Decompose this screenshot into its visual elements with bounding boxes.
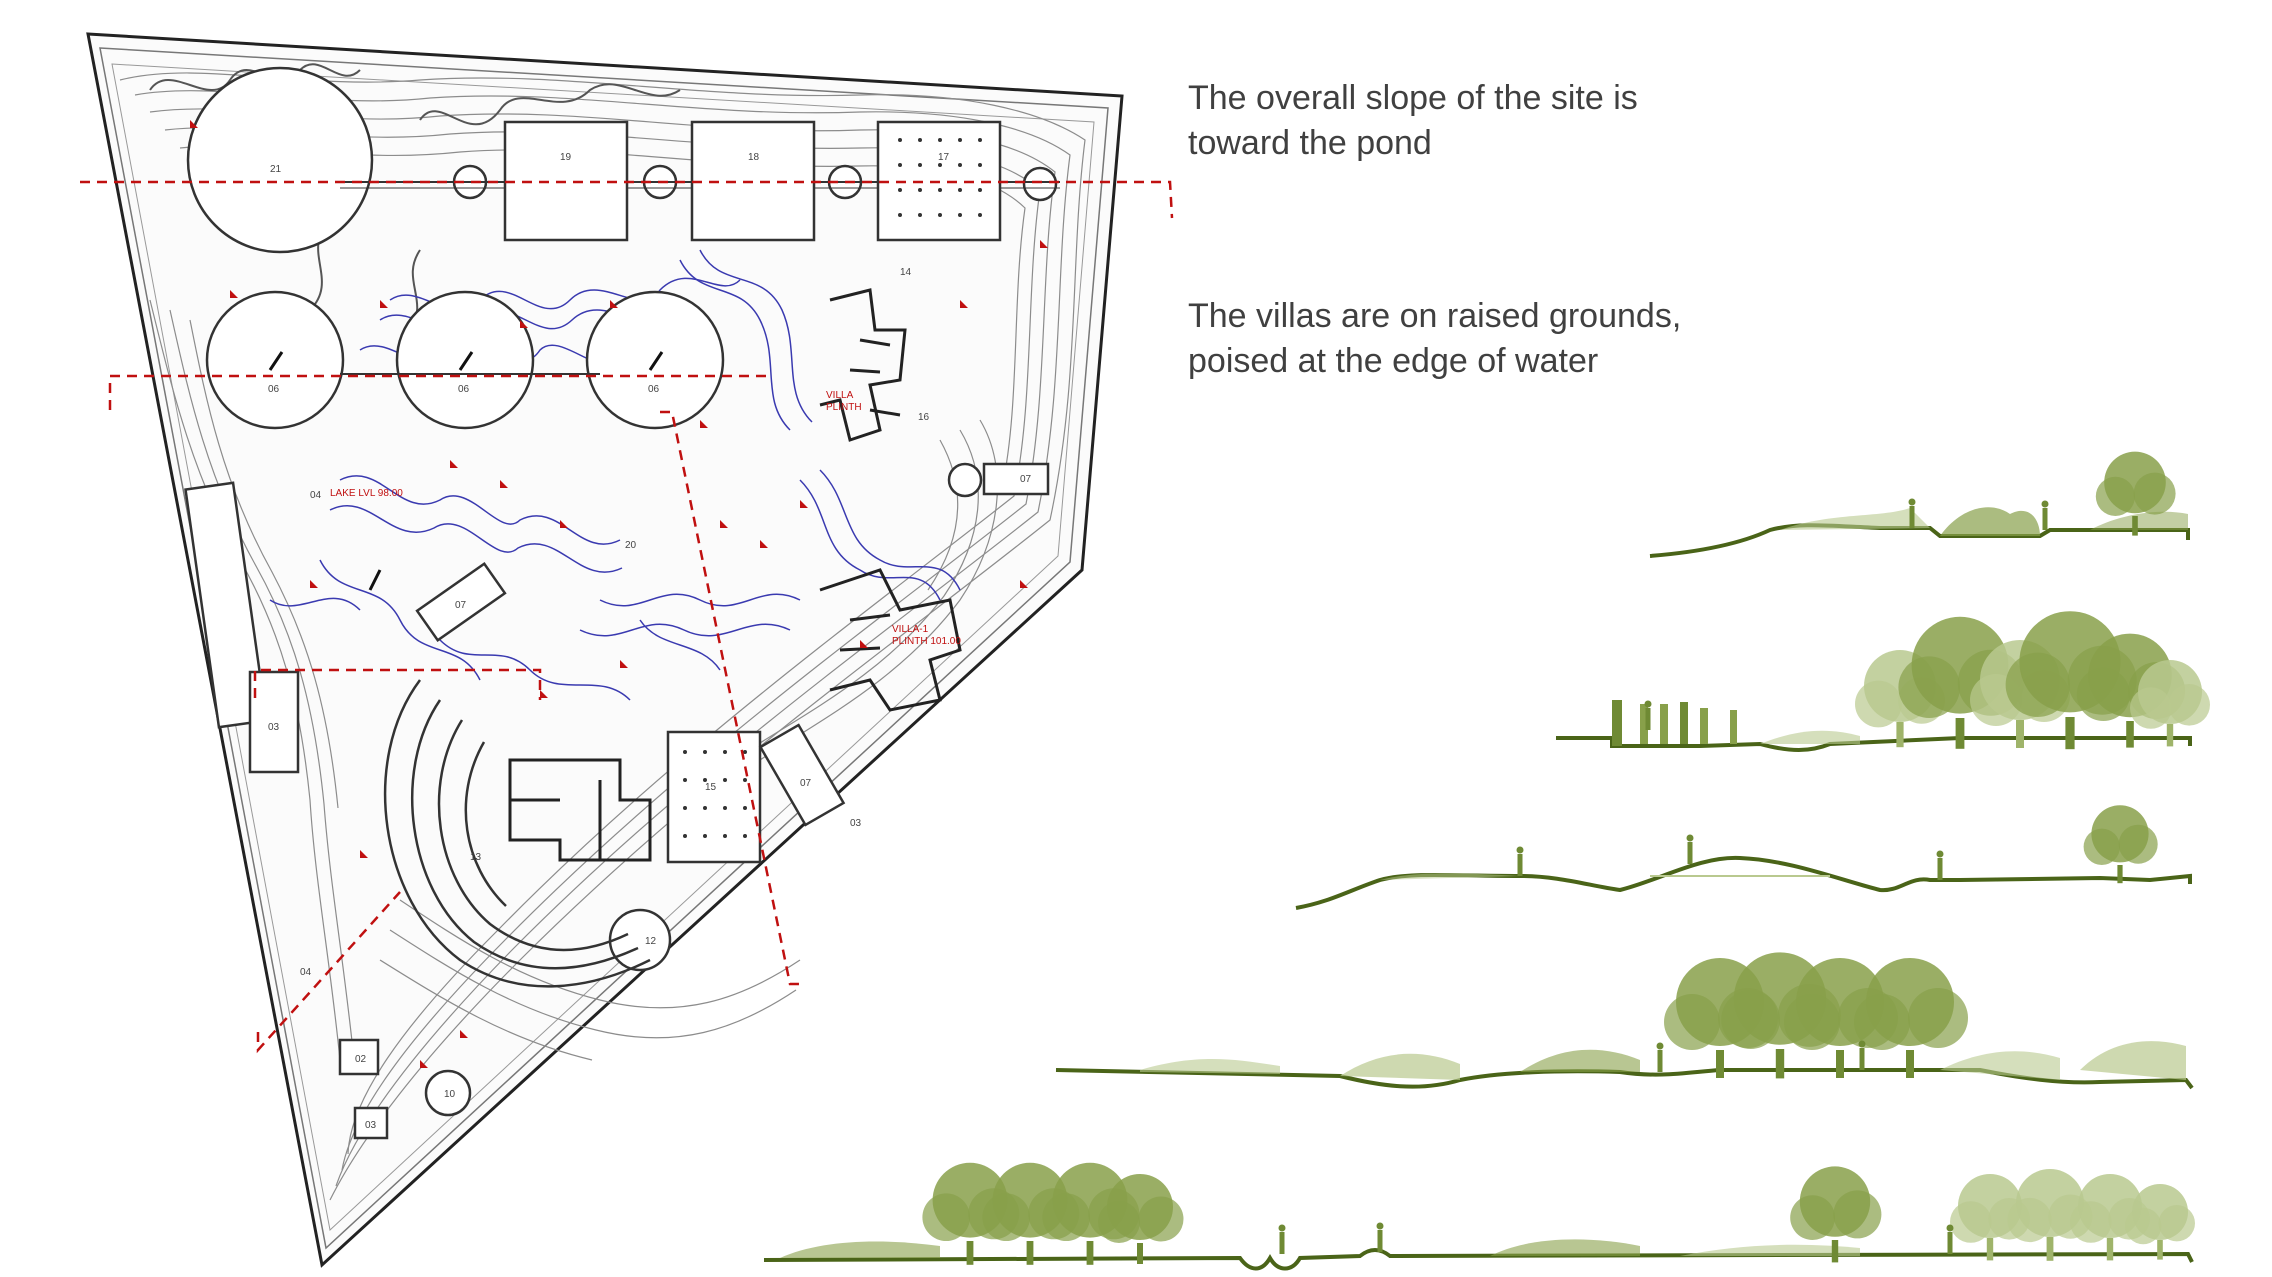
zone-label: 18 xyxy=(748,152,760,163)
villa-plinth-label: PLINTH 101.00 xyxy=(892,636,961,647)
section-profile-1 xyxy=(1649,451,2190,558)
annotation-line: toward the pond xyxy=(1188,124,1432,162)
tree-canopy xyxy=(1854,611,2210,750)
zone-label: 02 xyxy=(355,1054,367,1065)
zone-label: 17 xyxy=(938,152,950,163)
tree-icon xyxy=(1854,649,1945,748)
tree-icon xyxy=(1854,958,1968,1078)
villa-label: VILLA-1 xyxy=(892,624,929,635)
zone-label: 03 xyxy=(850,818,862,829)
human-figure-icon xyxy=(1278,1224,1286,1254)
section-profile-2 xyxy=(1556,611,2210,752)
tree-icon xyxy=(1950,1174,2030,1261)
zone-label: 06 xyxy=(458,384,470,395)
human-figure-icon xyxy=(1946,1224,1954,1254)
section-profile-4 xyxy=(1055,952,2194,1090)
zone-label: 03 xyxy=(365,1120,377,1131)
circle-garden-21 xyxy=(186,66,374,254)
tree-icon xyxy=(2125,1184,2195,1260)
zone-label: 14 xyxy=(900,267,912,278)
tree-canopy xyxy=(1664,952,1968,1079)
human-figure-icon xyxy=(1686,834,1694,864)
zone-label: 07 xyxy=(1020,474,1032,485)
drainage-arrows xyxy=(190,120,1048,1068)
section-line-3 xyxy=(253,668,542,700)
zone-label: 07 xyxy=(455,600,467,611)
section-profile-3 xyxy=(1295,805,2192,910)
zone-label: 16 xyxy=(918,412,930,423)
plan-annotations: LAKE LVL 98.00 VILLA PLINTH VILLA-1 PLIN… xyxy=(330,390,961,647)
annotation-site-slope: The overall slope of the site is toward … xyxy=(1188,76,1808,166)
tree-icon xyxy=(2076,633,2186,748)
zone-label: 13 xyxy=(470,852,482,863)
tree-icon xyxy=(1784,958,1898,1078)
human-figure-icon xyxy=(1376,1222,1384,1252)
lake-level-label: LAKE LVL 98.00 xyxy=(330,488,403,499)
villa-footprints xyxy=(508,288,962,862)
tree-icon xyxy=(2095,451,2176,536)
human-figure-icon xyxy=(1644,700,1652,730)
annotation-line: The overall slope of the site is xyxy=(1188,79,1638,117)
section-line-4 xyxy=(660,410,800,986)
crescent-garden xyxy=(384,679,651,988)
tree-icon xyxy=(1721,952,1841,1079)
zone-label: 19 xyxy=(560,152,572,163)
zone-label: 03 xyxy=(268,722,280,733)
human-figure-icon xyxy=(1908,498,1916,528)
site-plan: 21 19 18 17 06 06 06 20 14 16 07 07 15 1… xyxy=(80,32,1174,1268)
zone-label: 12 xyxy=(645,936,657,947)
tree-icon xyxy=(1664,958,1778,1078)
zone-label: 04 xyxy=(310,490,322,501)
tree-icon xyxy=(2070,1174,2150,1261)
tree-icon xyxy=(2007,1169,2093,1261)
annotation-villas: The villas are on raised grounds, poised… xyxy=(1188,294,1808,384)
annotation-line: poised at the edge of water xyxy=(1188,342,1599,380)
tree-icon xyxy=(2130,660,2210,747)
tree-grid xyxy=(683,138,982,838)
zone-label: 06 xyxy=(648,384,660,395)
section-cut-lines xyxy=(80,180,1174,1054)
zone-label: 10 xyxy=(444,1089,456,1100)
zone-labels: 21 19 18 17 06 06 06 20 14 16 07 07 15 1… xyxy=(268,152,1032,1131)
human-figure-icon xyxy=(1858,1040,1866,1070)
zone-label: 20 xyxy=(625,540,637,551)
tree-icon xyxy=(1898,616,2024,749)
zone-label: 15 xyxy=(705,782,717,793)
zone-label: 04 xyxy=(300,967,312,978)
zone-label: 07 xyxy=(800,778,812,789)
zone-label: 06 xyxy=(268,384,280,395)
section-line-2 xyxy=(108,374,770,410)
human-figure-icon xyxy=(1516,846,1524,876)
human-figure-icon xyxy=(1936,850,1944,880)
tree-icon xyxy=(1970,640,2070,748)
section-line-5 xyxy=(256,891,401,1054)
tree-icon xyxy=(2005,611,2137,750)
villa-plinth-label: PLINTH xyxy=(826,402,862,413)
human-figure-icon xyxy=(2041,500,2049,530)
circular-gardens xyxy=(186,66,1058,1117)
villa-label: VILLA xyxy=(826,390,854,401)
section-line-1 xyxy=(80,180,1174,219)
tree-icon xyxy=(1790,1166,1882,1263)
zone-label: 21 xyxy=(270,164,282,175)
annotation-line: The villas are on raised grounds, xyxy=(1188,297,1682,335)
human-figure-icon xyxy=(1656,1042,1664,1072)
tree-icon xyxy=(2083,805,2158,884)
